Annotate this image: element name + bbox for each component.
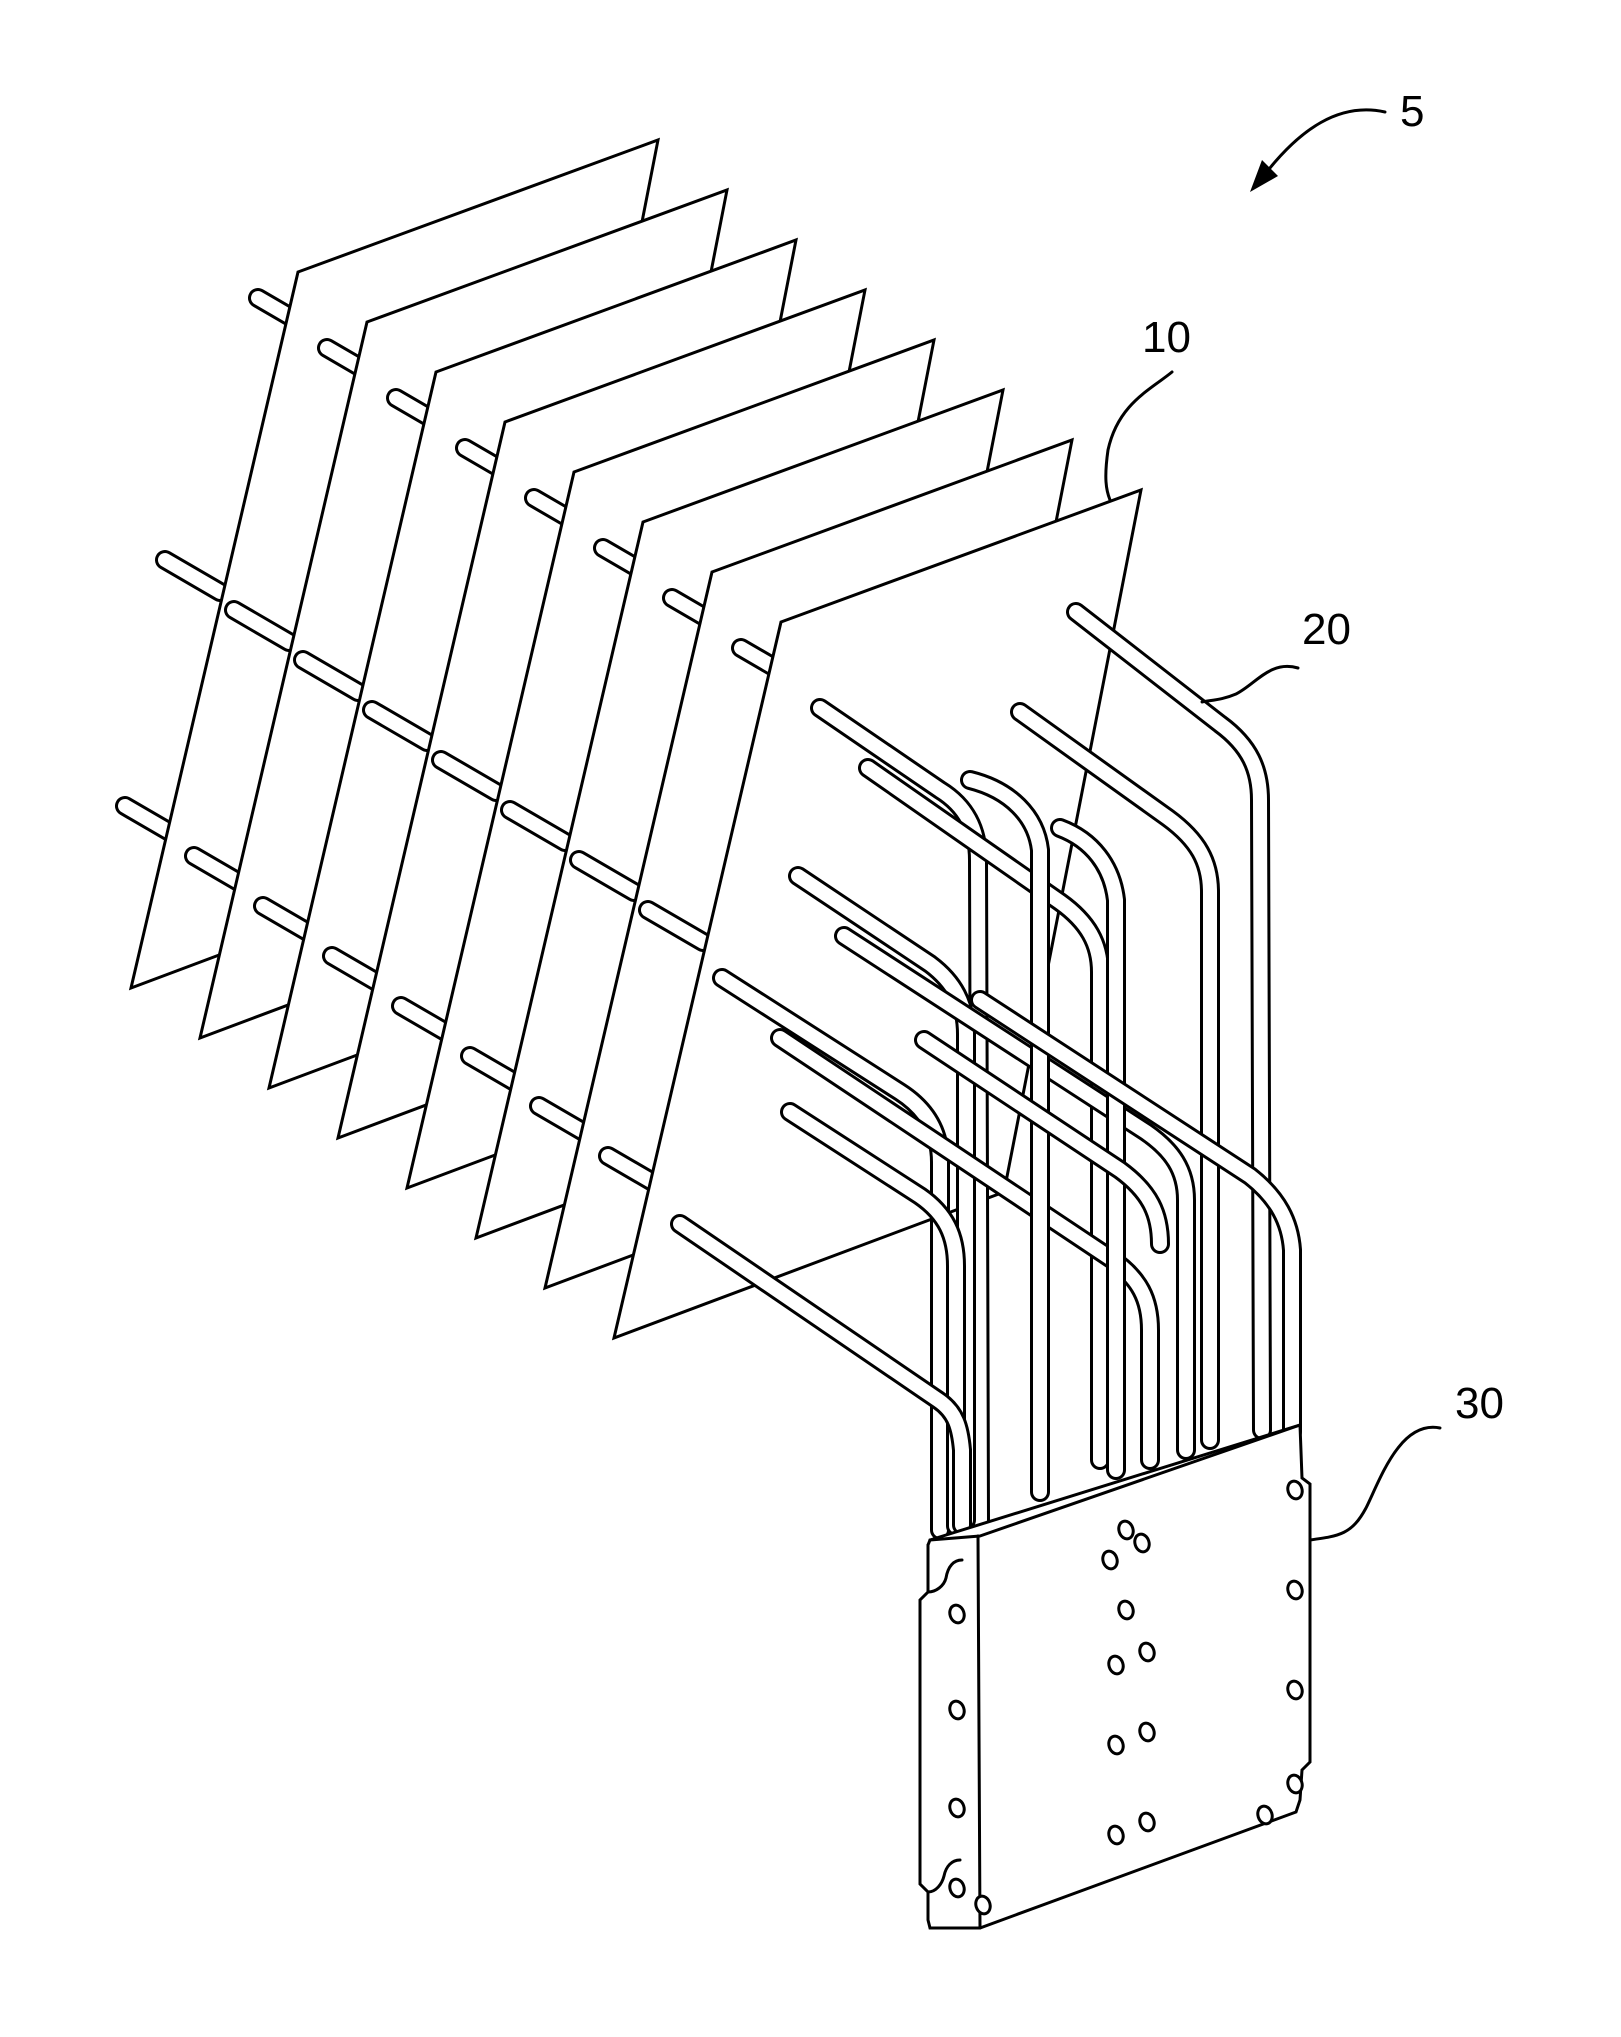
label-fin: 10 — [1142, 313, 1191, 362]
base-plate-reference: 30 — [1310, 1379, 1504, 1540]
label-assembly: 5 — [1400, 87, 1424, 136]
fin-leader — [1106, 372, 1172, 500]
assembly-leader-arrow — [1262, 110, 1385, 178]
base-plate-side-edge — [978, 1536, 980, 1928]
label-heat-pipe: 20 — [1302, 605, 1351, 654]
label-base-plate: 30 — [1455, 1379, 1504, 1428]
heat-pipe-leader — [1202, 666, 1298, 702]
fin-reference: 10 — [1106, 313, 1191, 500]
assembly-reference: 5 — [1250, 87, 1424, 192]
heat-pipe-reference: 20 — [1202, 605, 1351, 702]
base-plate-leader — [1310, 1427, 1440, 1540]
